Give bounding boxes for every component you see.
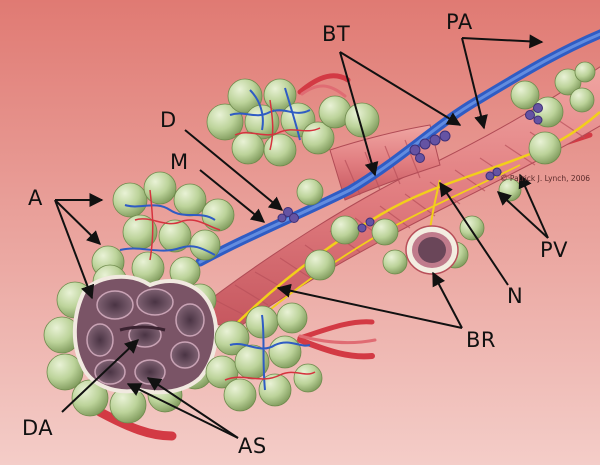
nerve xyxy=(229,111,600,331)
label-as: AS xyxy=(238,434,267,458)
label-pv: PV xyxy=(540,238,569,262)
label-bt: BT xyxy=(322,22,351,46)
alveolar-cluster-bottom xyxy=(205,302,323,412)
alveolar-cluster-left xyxy=(91,171,235,288)
label-n: N xyxy=(507,284,524,308)
alveolar-cluster-middle xyxy=(296,178,522,281)
alveolar-sac-cluster xyxy=(43,264,218,424)
label-d: D xyxy=(160,108,177,132)
label-pa: PA xyxy=(446,10,473,34)
label-br: BR xyxy=(466,328,496,352)
label-da: DA xyxy=(22,416,54,440)
label-m: M xyxy=(170,150,189,174)
alveolar-cluster-upper xyxy=(206,78,380,167)
credit-text: © Patrick J. Lynch, 2006 xyxy=(500,174,591,183)
lymph-nodes xyxy=(277,103,543,233)
alveolar-cluster-upper-right xyxy=(510,61,596,165)
label-a: A xyxy=(28,186,43,210)
bronchiole-cross-section xyxy=(405,225,459,275)
leader-lines xyxy=(54,34,549,439)
